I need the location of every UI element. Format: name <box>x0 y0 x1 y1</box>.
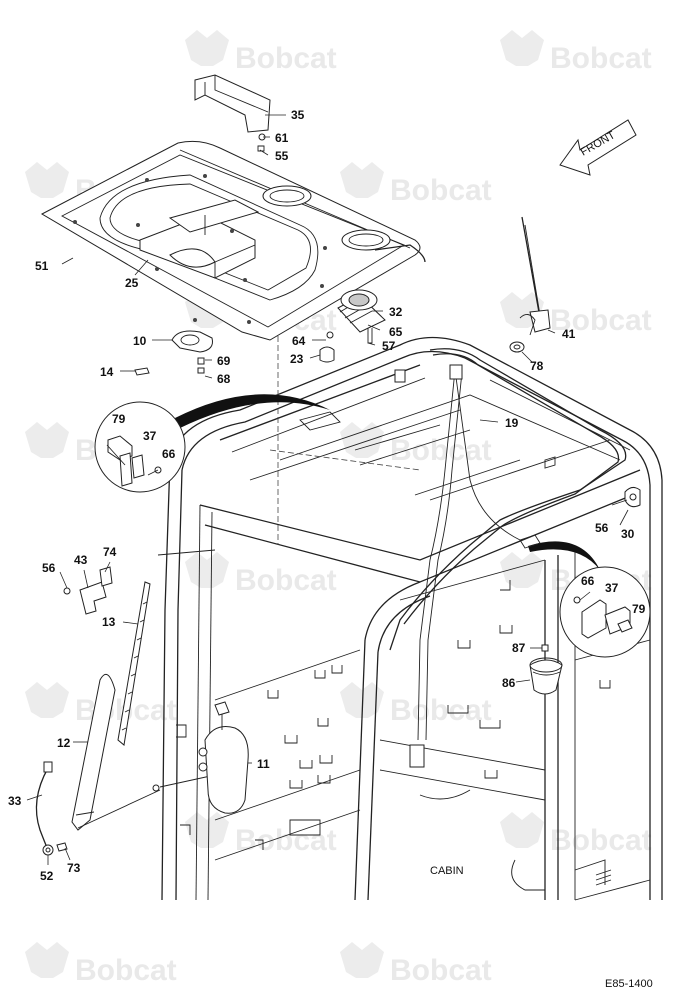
rear-component-30 <box>624 486 641 508</box>
callout-11: 11 <box>257 757 270 771</box>
callout-43: 43 <box>74 553 88 567</box>
callout-23: 23 <box>290 352 304 366</box>
rear-bracket <box>299 411 341 431</box>
detail-arc-left <box>175 394 330 428</box>
bobcat-wordmark: Bobcat <box>390 954 492 987</box>
dome-light <box>171 330 213 374</box>
bobcat-logo-icon <box>185 552 229 588</box>
right-bracket <box>519 534 541 549</box>
bobcat-logo-icon <box>500 552 544 588</box>
bobcat-watermark: Bobcat <box>185 552 337 597</box>
callout-37-right: 37 <box>605 581 619 595</box>
assembly-label: CABIN <box>430 865 464 877</box>
drawing-number: E85-1400 <box>605 978 653 990</box>
callout-79-right: 79 <box>632 602 646 616</box>
callout-41: 41 <box>562 327 576 341</box>
bobcat-watermark: Bobcat <box>25 942 177 987</box>
detail-view-left <box>94 401 186 493</box>
bobcat-watermark: Bobcat <box>340 942 492 987</box>
callout-56-right: 56 <box>595 521 609 535</box>
wiper-assembly <box>35 566 161 856</box>
callout-33: 33 <box>8 794 22 808</box>
bobcat-logo-icon <box>340 942 384 978</box>
bobcat-logo-icon <box>340 682 384 718</box>
callout-13: 13 <box>102 615 116 629</box>
callout-86: 86 <box>502 676 516 690</box>
bobcat-logo-icon <box>25 682 69 718</box>
callout-68: 68 <box>217 372 231 386</box>
bobcat-logo-icon <box>185 812 229 848</box>
bobcat-wordmark: Bobcat <box>390 174 492 207</box>
callout-12: 12 <box>57 736 71 750</box>
callout-19: 19 <box>505 416 519 430</box>
bobcat-logo-icon <box>25 942 69 978</box>
callout-30: 30 <box>621 527 635 541</box>
callout-66-left: 66 <box>162 447 176 461</box>
bobcat-watermark: Bobcat <box>185 30 337 75</box>
bobcat-logo-icon <box>340 422 384 458</box>
bobcat-watermark: Bobcat <box>185 812 337 857</box>
callout-74: 74 <box>103 545 117 559</box>
washer-reservoir <box>198 701 249 814</box>
bobcat-logo-icon <box>185 30 229 66</box>
cup-holder <box>529 644 563 695</box>
bobcat-logo-icon <box>500 30 544 66</box>
callout-labels: 35 61 55 51 25 32 65 57 64 23 10 69 68 1… <box>8 108 646 883</box>
callout-32: 32 <box>389 305 403 319</box>
callout-37-left: 37 <box>143 429 157 443</box>
fuse-14 <box>134 367 150 376</box>
leader-lines <box>26 114 629 865</box>
callout-55: 55 <box>275 149 289 163</box>
callout-14: 14 <box>100 365 114 379</box>
callout-35: 35 <box>291 108 305 122</box>
callout-79-left: 79 <box>112 412 126 426</box>
callout-25: 25 <box>125 276 139 290</box>
bobcat-wordmark: Bobcat <box>75 954 177 987</box>
bobcat-watermark: Bobcat <box>500 30 652 75</box>
detail-arc-right <box>528 541 600 570</box>
callout-66-right: 66 <box>581 574 595 588</box>
front-arrow: FRONT <box>559 119 637 176</box>
callout-87: 87 <box>512 641 526 655</box>
bobcat-wordmark: Bobcat <box>235 824 337 857</box>
callout-78: 78 <box>530 359 544 373</box>
detail-view-right <box>559 566 651 658</box>
bobcat-wordmark: Bobcat <box>550 304 652 337</box>
antenna <box>519 216 551 336</box>
cab-frame <box>157 300 663 901</box>
bracket-35 <box>194 74 271 152</box>
callout-69: 69 <box>217 354 231 368</box>
bobcat-wordmark: Bobcat <box>235 42 337 75</box>
bobcat-watermark: Bobcat <box>340 682 492 727</box>
grommet-78 <box>509 341 525 353</box>
bobcat-logo-icon <box>500 812 544 848</box>
bobcat-wordmark: Bobcat <box>550 42 652 75</box>
callout-65: 65 <box>389 325 403 339</box>
bobcat-watermark: Bobcat <box>340 162 492 207</box>
bobcat-watermark: Bobcat <box>500 292 652 337</box>
bobcat-logo-icon <box>25 162 69 198</box>
callout-61: 61 <box>275 131 289 145</box>
bobcat-logo-icon <box>340 162 384 198</box>
callout-64: 64 <box>292 334 306 348</box>
callout-73: 73 <box>67 861 81 875</box>
callout-57: 57 <box>382 339 396 353</box>
callout-10: 10 <box>133 334 147 348</box>
bobcat-wordmark: Bobcat <box>235 564 337 597</box>
speaker <box>319 289 386 363</box>
callout-51: 51 <box>35 259 49 273</box>
bobcat-watermark: Bobcat <box>500 812 652 857</box>
wiring-harness <box>389 348 627 768</box>
bobcat-logo-icon <box>25 422 69 458</box>
bobcat-watermark: Bobcat <box>340 422 492 467</box>
callout-56-left: 56 <box>42 561 56 575</box>
bobcat-wordmark: Bobcat <box>550 824 652 857</box>
headliner-panel <box>40 140 426 341</box>
callout-52: 52 <box>40 869 54 883</box>
bobcat-wordmark: Bobcat <box>390 694 492 727</box>
